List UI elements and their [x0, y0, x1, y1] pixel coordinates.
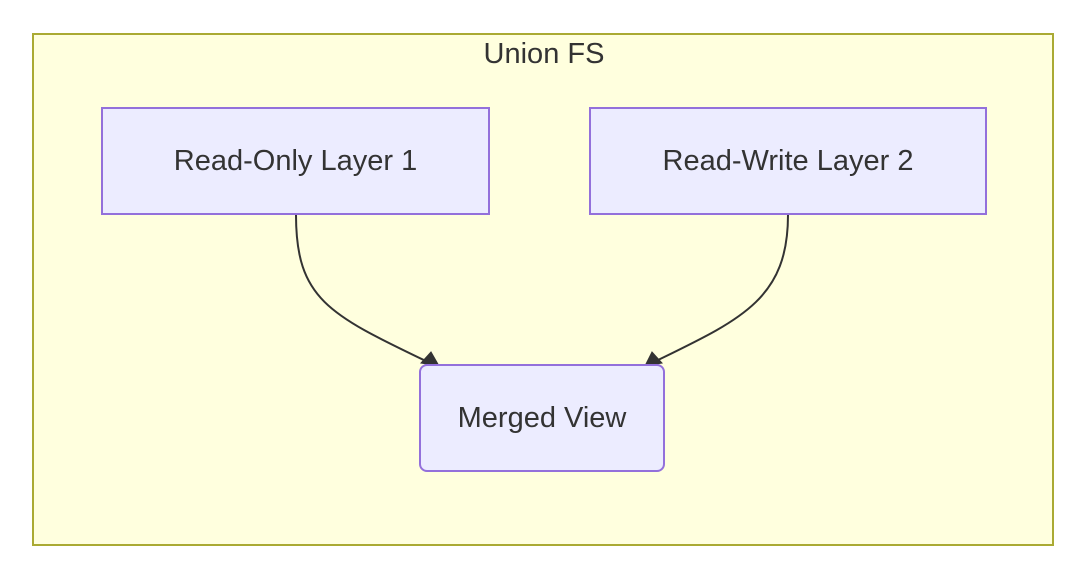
node-merged-view: Merged View: [419, 364, 665, 472]
node-read-only-layer: Read-Only Layer 1: [101, 107, 490, 215]
node-label: Merged View: [457, 401, 627, 434]
node-label: Read-Write Layer 2: [662, 144, 914, 177]
subgraph-title: Union FS: [483, 38, 605, 70]
node-read-write-layer: Read-Write Layer 2: [589, 107, 987, 215]
node-label: Read-Only Layer 1: [173, 144, 418, 177]
